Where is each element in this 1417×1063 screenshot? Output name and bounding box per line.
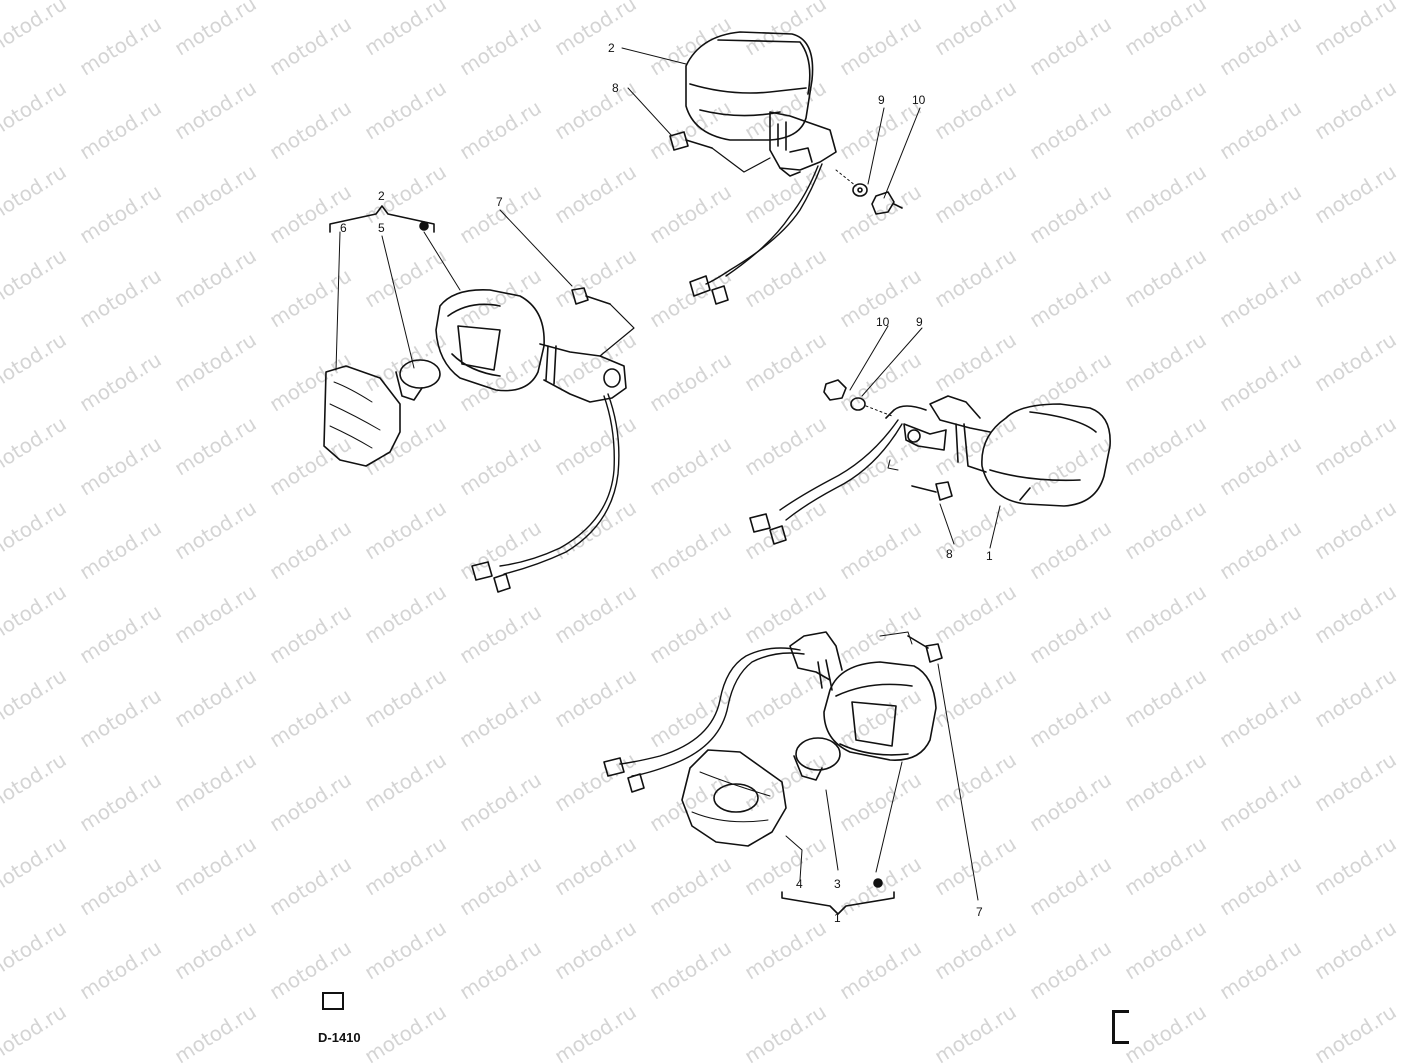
callout-10-mid: 10 bbox=[876, 315, 890, 329]
callout-3: 3 bbox=[834, 877, 841, 891]
callout-10-top: 10 bbox=[912, 93, 926, 107]
turn-signal-middle bbox=[749, 379, 1111, 545]
callout-4: 4 bbox=[796, 877, 803, 891]
corner-bracket-mark bbox=[1112, 1010, 1129, 1044]
callout-5: 5 bbox=[378, 221, 385, 235]
callout-7-right: 7 bbox=[976, 905, 983, 919]
turn-signal-top bbox=[669, 31, 903, 305]
callout-2-left: 2 bbox=[378, 189, 385, 203]
callout-8-top: 8 bbox=[612, 81, 619, 95]
diagram-code: D-1410 bbox=[318, 1030, 361, 1045]
turn-signal-left bbox=[323, 205, 635, 593]
callout-9-mid: 9 bbox=[916, 315, 923, 329]
callout-2-top: 2 bbox=[608, 41, 615, 55]
callout-9-top: 9 bbox=[878, 93, 885, 107]
turn-signal-bottom bbox=[603, 631, 979, 915]
binder-icon bbox=[322, 992, 344, 1010]
callout-7-left: 7 bbox=[496, 195, 503, 209]
callout-6: 6 bbox=[340, 221, 347, 235]
callout-1-mid: 1 bbox=[986, 549, 993, 563]
callout-8-mid: 8 bbox=[946, 547, 953, 561]
callout-1-bottom: 1 bbox=[834, 911, 841, 925]
